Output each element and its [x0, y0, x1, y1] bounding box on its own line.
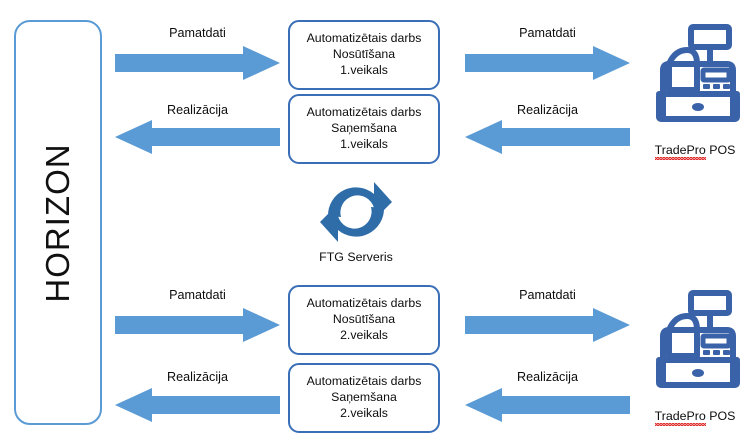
- horizon-label: HORIZON: [39, 142, 76, 303]
- arrow-label-store2-left-out: Pamatdati: [169, 288, 226, 302]
- pos-name-rest: POS: [705, 143, 736, 157]
- task-line-2: Nosūtīšana: [332, 47, 396, 62]
- sync-arrows-icon: [320, 182, 392, 242]
- task-box-store1-receive: Automatizētais darbs Saņemšana 1.veikals: [288, 94, 440, 164]
- arrow-label-store1-left-out: Pamatdati: [169, 26, 226, 40]
- pos-caption-store2: TradePro POS: [654, 409, 736, 426]
- task-line-3: 2.veikals: [340, 405, 388, 420]
- task-line-3: 1.veikals: [340, 62, 388, 77]
- cash-register-icon: [656, 24, 740, 122]
- cash-register-icon: [656, 290, 740, 388]
- task-line-3: 2.veikals: [340, 327, 388, 342]
- arrow-store1-left-in: [115, 120, 280, 154]
- arrow-label-store1-right-out: Pamatdati: [519, 26, 576, 40]
- task-line-1: Automatizētais darbs: [306, 31, 422, 46]
- arrow-label-store2-left-in: Realizācija: [167, 370, 228, 384]
- task-line-2: Nosūtīšana: [332, 312, 396, 327]
- ftg-server-node: FTG Serveris: [318, 176, 394, 264]
- arrow-store2-right-in: [465, 388, 630, 422]
- task-box-store2-send: Automatizētais darbs Nosūtīšana 2.veikal…: [288, 285, 440, 355]
- task-line-2: Saņemšana: [331, 121, 397, 136]
- arrow-store2-right-out: [465, 308, 630, 342]
- arrow-store2-left-out: [115, 308, 280, 342]
- task-line-2: Saņemšana: [331, 390, 397, 405]
- pos-terminal-store2: TradePro POS: [635, 288, 755, 426]
- arrow-store1-left-out: [115, 46, 280, 80]
- task-line-1: Automatizētais darbs: [306, 374, 422, 389]
- task-line-1: Automatizētais darbs: [306, 296, 422, 311]
- pos-name-rest: POS: [705, 409, 736, 423]
- horizon-system-box: HORIZON: [14, 20, 102, 425]
- pos-name-misspelled: TradePro: [654, 143, 707, 160]
- arrow-store2-left-in: [115, 388, 280, 422]
- arrow-store1-right-in: [465, 120, 630, 154]
- pos-terminal-store1: TradePro POS: [635, 22, 755, 160]
- arrow-label-store1-left-in: Realizācija: [167, 103, 228, 117]
- task-line-1: Automatizētais darbs: [306, 105, 422, 120]
- arrow-label-store1-right-in: Realizācija: [517, 103, 578, 117]
- pos-caption-store1: TradePro POS: [654, 143, 736, 160]
- arrow-label-store2-right-in: Realizācija: [517, 370, 578, 384]
- arrow-label-store2-right-out: Pamatdati: [519, 288, 576, 302]
- pos-name-misspelled: TradePro: [654, 409, 707, 426]
- arrow-store1-right-out: [465, 46, 630, 80]
- task-box-store2-receive: Automatizētais darbs Saņemšana 2.veikals: [288, 363, 440, 433]
- ftg-server-caption: FTG Serveris: [319, 250, 393, 264]
- task-line-3: 1.veikals: [340, 136, 388, 151]
- task-box-store1-send: Automatizētais darbs Nosūtīšana 1.veikal…: [288, 20, 440, 90]
